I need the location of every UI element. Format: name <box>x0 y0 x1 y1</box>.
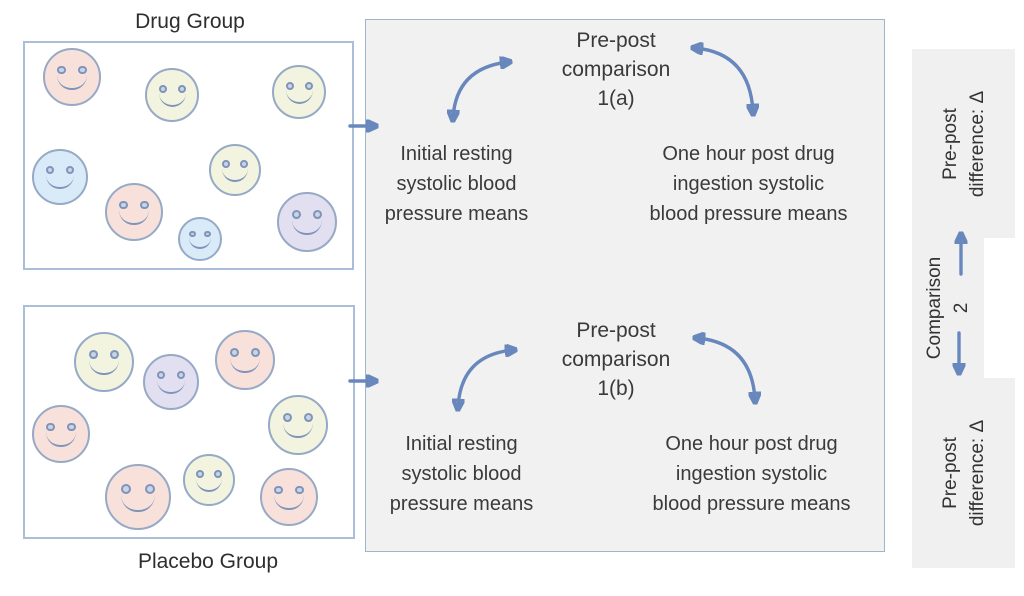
eye-icon <box>88 350 98 360</box>
smiley-face <box>145 68 199 122</box>
smile-mouth-icon <box>88 360 120 376</box>
eye-icon <box>251 348 261 358</box>
prepost-difference-top-box: Pre-post difference: Δ <box>912 49 1015 238</box>
smile-mouth-icon <box>119 210 149 225</box>
smile-mouth-icon <box>121 495 155 512</box>
smiley-face <box>268 395 328 455</box>
placebo-group-box <box>23 305 355 539</box>
eye-icon <box>285 81 294 90</box>
placebo-group-label: Placebo Group <box>137 550 279 573</box>
eye-icon <box>177 84 186 93</box>
smile-mouth-icon <box>196 478 222 492</box>
eye-icon <box>45 166 55 175</box>
eye-icon <box>57 65 67 75</box>
comparison-panel: Pre-post comparison 1(a) Initial resting… <box>365 19 885 552</box>
eye-icon <box>222 159 230 168</box>
smiley-face <box>43 48 101 106</box>
smile-mouth-icon <box>285 90 313 104</box>
eye-icon <box>240 159 248 168</box>
smile-mouth-icon <box>158 93 186 107</box>
eye-icon <box>156 371 166 380</box>
eye-icon <box>229 348 239 358</box>
smile-mouth-icon <box>274 495 304 510</box>
smile-mouth-icon <box>222 168 248 182</box>
eye-icon <box>110 350 120 360</box>
post-ingestion-bp-means-drug: One hour post drug ingestion systolic bl… <box>649 143 848 225</box>
eye-icon <box>294 485 304 495</box>
smile-mouth-icon <box>229 358 261 374</box>
prepost-difference-top-label: Pre-post difference: Δ <box>939 90 988 197</box>
comparison-2-strip: Comparison 2 <box>912 238 984 378</box>
initial-bp-means-drug: Initial resting systolic blood pressure … <box>384 143 529 225</box>
eye-icon <box>189 230 196 237</box>
eye-icon <box>119 200 129 210</box>
smiley-face <box>209 144 261 196</box>
eye-icon <box>121 483 132 494</box>
smile-mouth-icon <box>57 75 87 90</box>
eye-icon <box>65 166 75 175</box>
smile-mouth-icon <box>45 175 75 190</box>
smile-mouth-icon <box>291 220 323 236</box>
smiley-face <box>272 65 326 119</box>
eye-icon <box>176 371 186 380</box>
smiley-face <box>32 405 90 463</box>
prepost-difference-bottom-box: Pre-post difference: Δ <box>912 378 1015 568</box>
smiley-face <box>143 354 199 410</box>
smiley-face <box>215 330 275 390</box>
eye-icon <box>214 469 222 478</box>
drug-group-box <box>23 41 354 270</box>
eye-icon <box>66 422 76 432</box>
smile-mouth-icon <box>282 423 314 439</box>
comparison-1a-title: Pre-post comparison 1(a) <box>561 29 671 110</box>
eye-icon <box>291 210 301 220</box>
smile-mouth-icon <box>189 237 211 249</box>
eye-icon <box>144 483 155 494</box>
eye-icon <box>282 413 292 423</box>
smiley-face <box>32 149 88 205</box>
smiley-face <box>105 183 163 241</box>
smiley-face <box>183 454 235 506</box>
comparison-1b-title: Pre-post comparison 1(b) <box>561 319 671 400</box>
initial-bp-means-placebo: Initial resting systolic blood pressure … <box>389 433 534 515</box>
comparison-2-label: Comparison 2 <box>924 256 972 360</box>
smiley-face <box>277 192 337 252</box>
smile-mouth-icon <box>46 432 76 447</box>
smile-mouth-icon <box>156 380 186 395</box>
post-ingestion-bp-means-placebo: One hour post drug ingestion systolic bl… <box>652 433 851 515</box>
eye-icon <box>158 84 167 93</box>
eye-icon <box>313 210 323 220</box>
smiley-face <box>74 332 134 392</box>
smiley-face <box>178 217 222 261</box>
eye-icon <box>304 81 313 90</box>
prepost-difference-bottom-label: Pre-post difference: Δ <box>939 419 988 527</box>
smiley-face <box>105 464 171 530</box>
drug-group-label: Drug Group <box>135 10 245 33</box>
eye-icon <box>196 469 204 478</box>
eye-icon <box>204 230 211 237</box>
eye-icon <box>274 485 284 495</box>
eye-icon <box>304 413 314 423</box>
eye-icon <box>46 422 56 432</box>
eye-icon <box>77 65 87 75</box>
eye-icon <box>139 200 149 210</box>
smiley-face <box>260 468 318 526</box>
